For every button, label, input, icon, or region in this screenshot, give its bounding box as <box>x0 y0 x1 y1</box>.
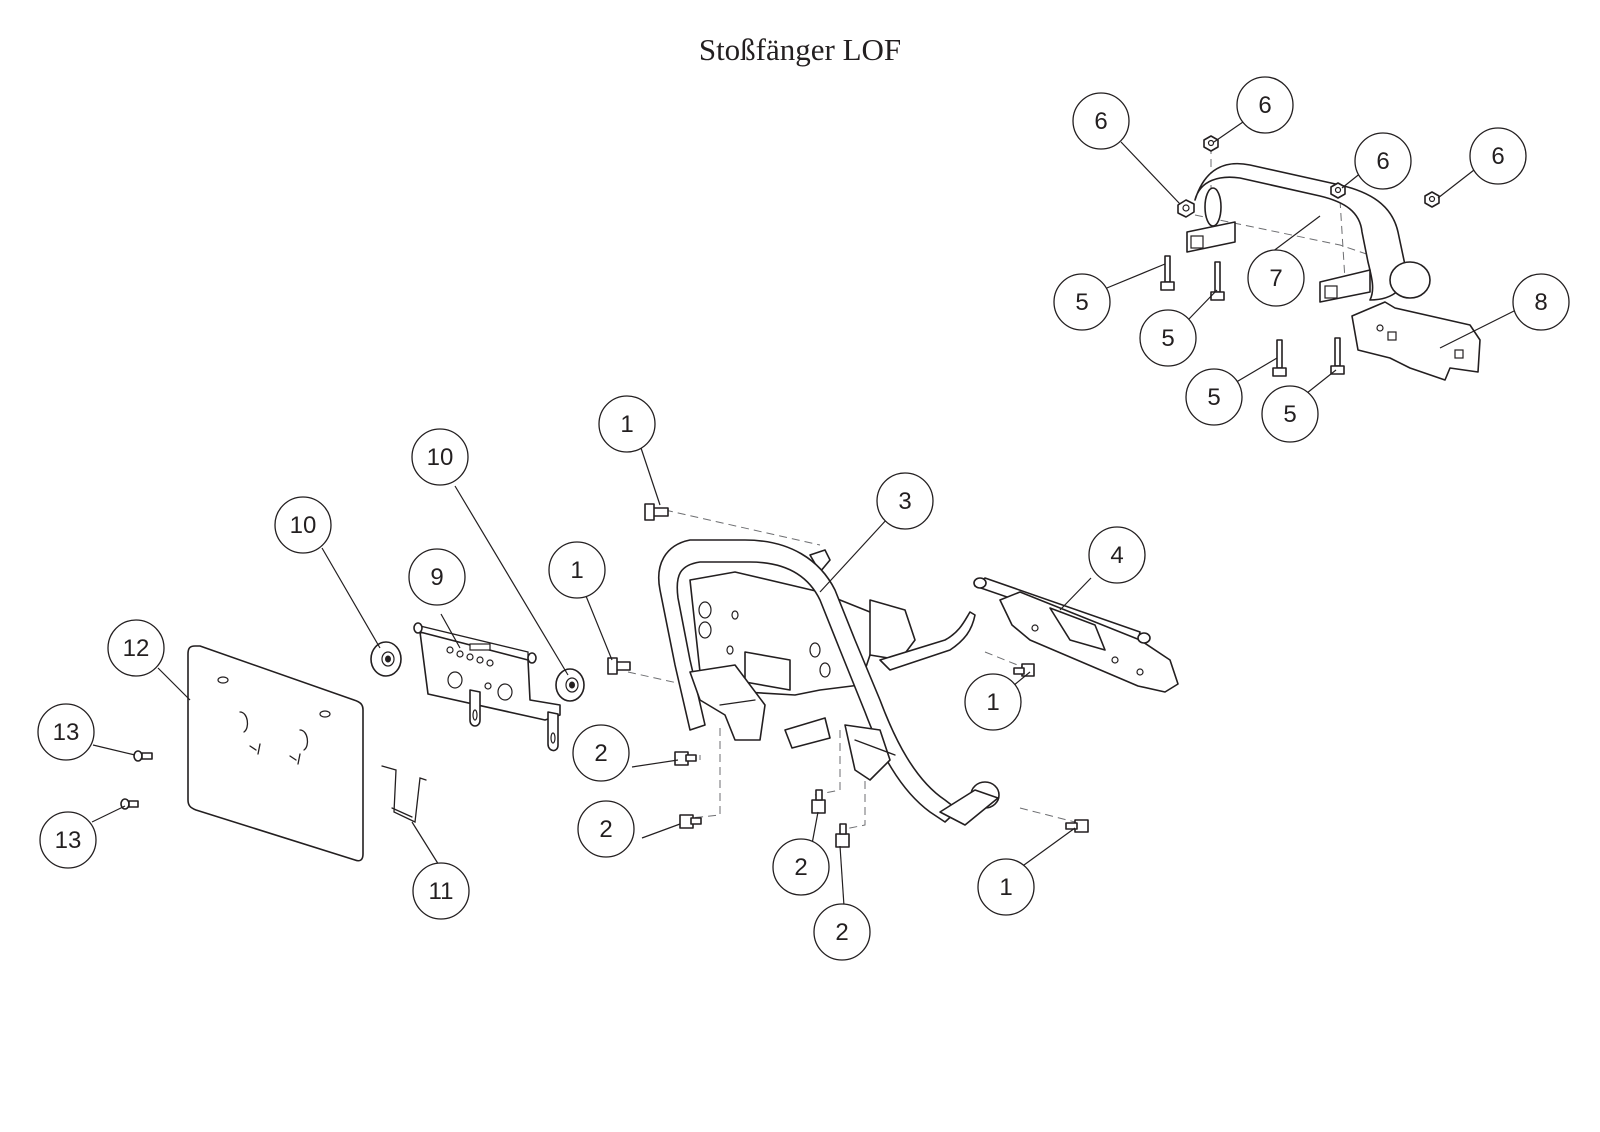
part-7-tube-bracket <box>1186 162 1431 303</box>
bolts-5 <box>1160 255 1345 377</box>
callout-5-d: 5 <box>1261 385 1319 443</box>
callout-2-a: 2 <box>572 724 630 782</box>
callout-6-a: 6 <box>1072 92 1130 150</box>
callout-label: 10 <box>427 444 454 471</box>
callout-label: 13 <box>55 827 82 854</box>
callout-5-c: 5 <box>1185 368 1243 426</box>
callout-9: 9 <box>408 548 466 606</box>
part-11-wire-clip <box>381 765 427 823</box>
callout-label: 6 <box>1258 92 1271 119</box>
callout-label: 5 <box>1283 401 1296 428</box>
callout-label: 4 <box>1110 542 1123 569</box>
callout-11: 11 <box>412 862 470 920</box>
leader-lines <box>91 121 1515 907</box>
callout-label: 3 <box>898 488 911 515</box>
callout-label: 7 <box>1269 265 1282 292</box>
callout-label: 1 <box>620 411 633 438</box>
callout-1-b: 1 <box>548 541 606 599</box>
callout-1-d: 1 <box>977 858 1035 916</box>
callout-label: 6 <box>1491 143 1504 170</box>
callout-label: 2 <box>594 740 607 767</box>
callout-6-d: 6 <box>1469 127 1527 185</box>
callout-8: 8 <box>1512 273 1570 331</box>
callout-5-a: 5 <box>1053 273 1111 331</box>
callout-label: 1 <box>999 874 1012 901</box>
callout-10-a: 10 <box>274 496 332 554</box>
part-9-hinge-bracket <box>413 622 561 752</box>
callout-12: 12 <box>107 619 165 677</box>
callout-label: 12 <box>123 635 150 662</box>
part-12-license-plate <box>187 645 364 862</box>
callout-label: 5 <box>1207 384 1220 411</box>
part-3-bumper-frame <box>658 539 1000 826</box>
callout-label: 10 <box>290 512 317 539</box>
callout-10-b: 10 <box>411 428 469 486</box>
callout-label: 1 <box>570 557 583 584</box>
part-10-grommets <box>370 641 585 702</box>
callout-label: 8 <box>1534 289 1547 316</box>
callout-5-b: 5 <box>1139 309 1197 367</box>
callout-label: 6 <box>1094 108 1107 135</box>
callout-4: 4 <box>1088 526 1146 584</box>
callout-bubbles: 6 6 6 6 7 8 5 5 5 5 1 1 1 1 3 4 10 10 9 … <box>37 76 1570 961</box>
callout-label: 2 <box>835 919 848 946</box>
callout-label: 2 <box>599 816 612 843</box>
part-13-screws <box>120 750 153 810</box>
nuts-6 <box>1177 135 1440 218</box>
callout-2-d: 2 <box>813 903 871 961</box>
callout-6-b: 6 <box>1236 76 1294 134</box>
callout-label: 5 <box>1161 325 1174 352</box>
callout-2-b: 2 <box>577 800 635 858</box>
callout-label: 2 <box>794 854 807 881</box>
callout-13-a: 13 <box>37 703 95 761</box>
part-4-side-bracket <box>973 577 1179 693</box>
callout-1-c: 1 <box>964 673 1022 731</box>
callout-label: 11 <box>429 878 454 905</box>
part-8-mount-plate <box>1351 301 1481 381</box>
callout-label: 5 <box>1075 289 1088 316</box>
callout-6-c: 6 <box>1354 132 1412 190</box>
callout-7: 7 <box>1247 249 1305 307</box>
callout-1-a: 1 <box>598 395 656 453</box>
callout-label: 9 <box>430 564 443 591</box>
diagram-title: Stoßfänger LOF <box>699 32 901 67</box>
callout-label: 1 <box>986 689 999 716</box>
callout-3: 3 <box>876 472 934 530</box>
bolts-2 <box>674 751 850 848</box>
callout-label: 13 <box>53 719 80 746</box>
callout-label: 6 <box>1376 148 1389 175</box>
callout-13-b: 13 <box>39 811 97 869</box>
callout-2-c: 2 <box>772 838 830 896</box>
